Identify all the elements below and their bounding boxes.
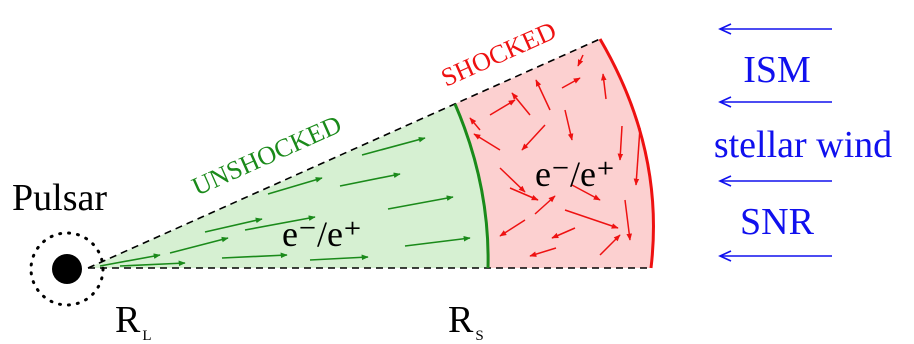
r-l-main: R xyxy=(115,299,141,341)
r-s-main: R xyxy=(448,299,474,341)
r-l-subscript: L xyxy=(142,328,151,344)
r-s-subscript: S xyxy=(475,328,483,344)
medium-ism-label: ISM xyxy=(743,49,811,91)
medium-snr-label: SNR xyxy=(740,201,815,243)
shocked-particles-label: e⁻/e⁺ xyxy=(535,154,615,194)
medium-stellar-wind-label: stellar wind xyxy=(714,124,892,166)
pulsar-label: Pulsar xyxy=(12,177,107,219)
unshocked-particles-label: e⁻/e⁺ xyxy=(282,214,362,254)
pulsar-icon xyxy=(52,254,82,284)
